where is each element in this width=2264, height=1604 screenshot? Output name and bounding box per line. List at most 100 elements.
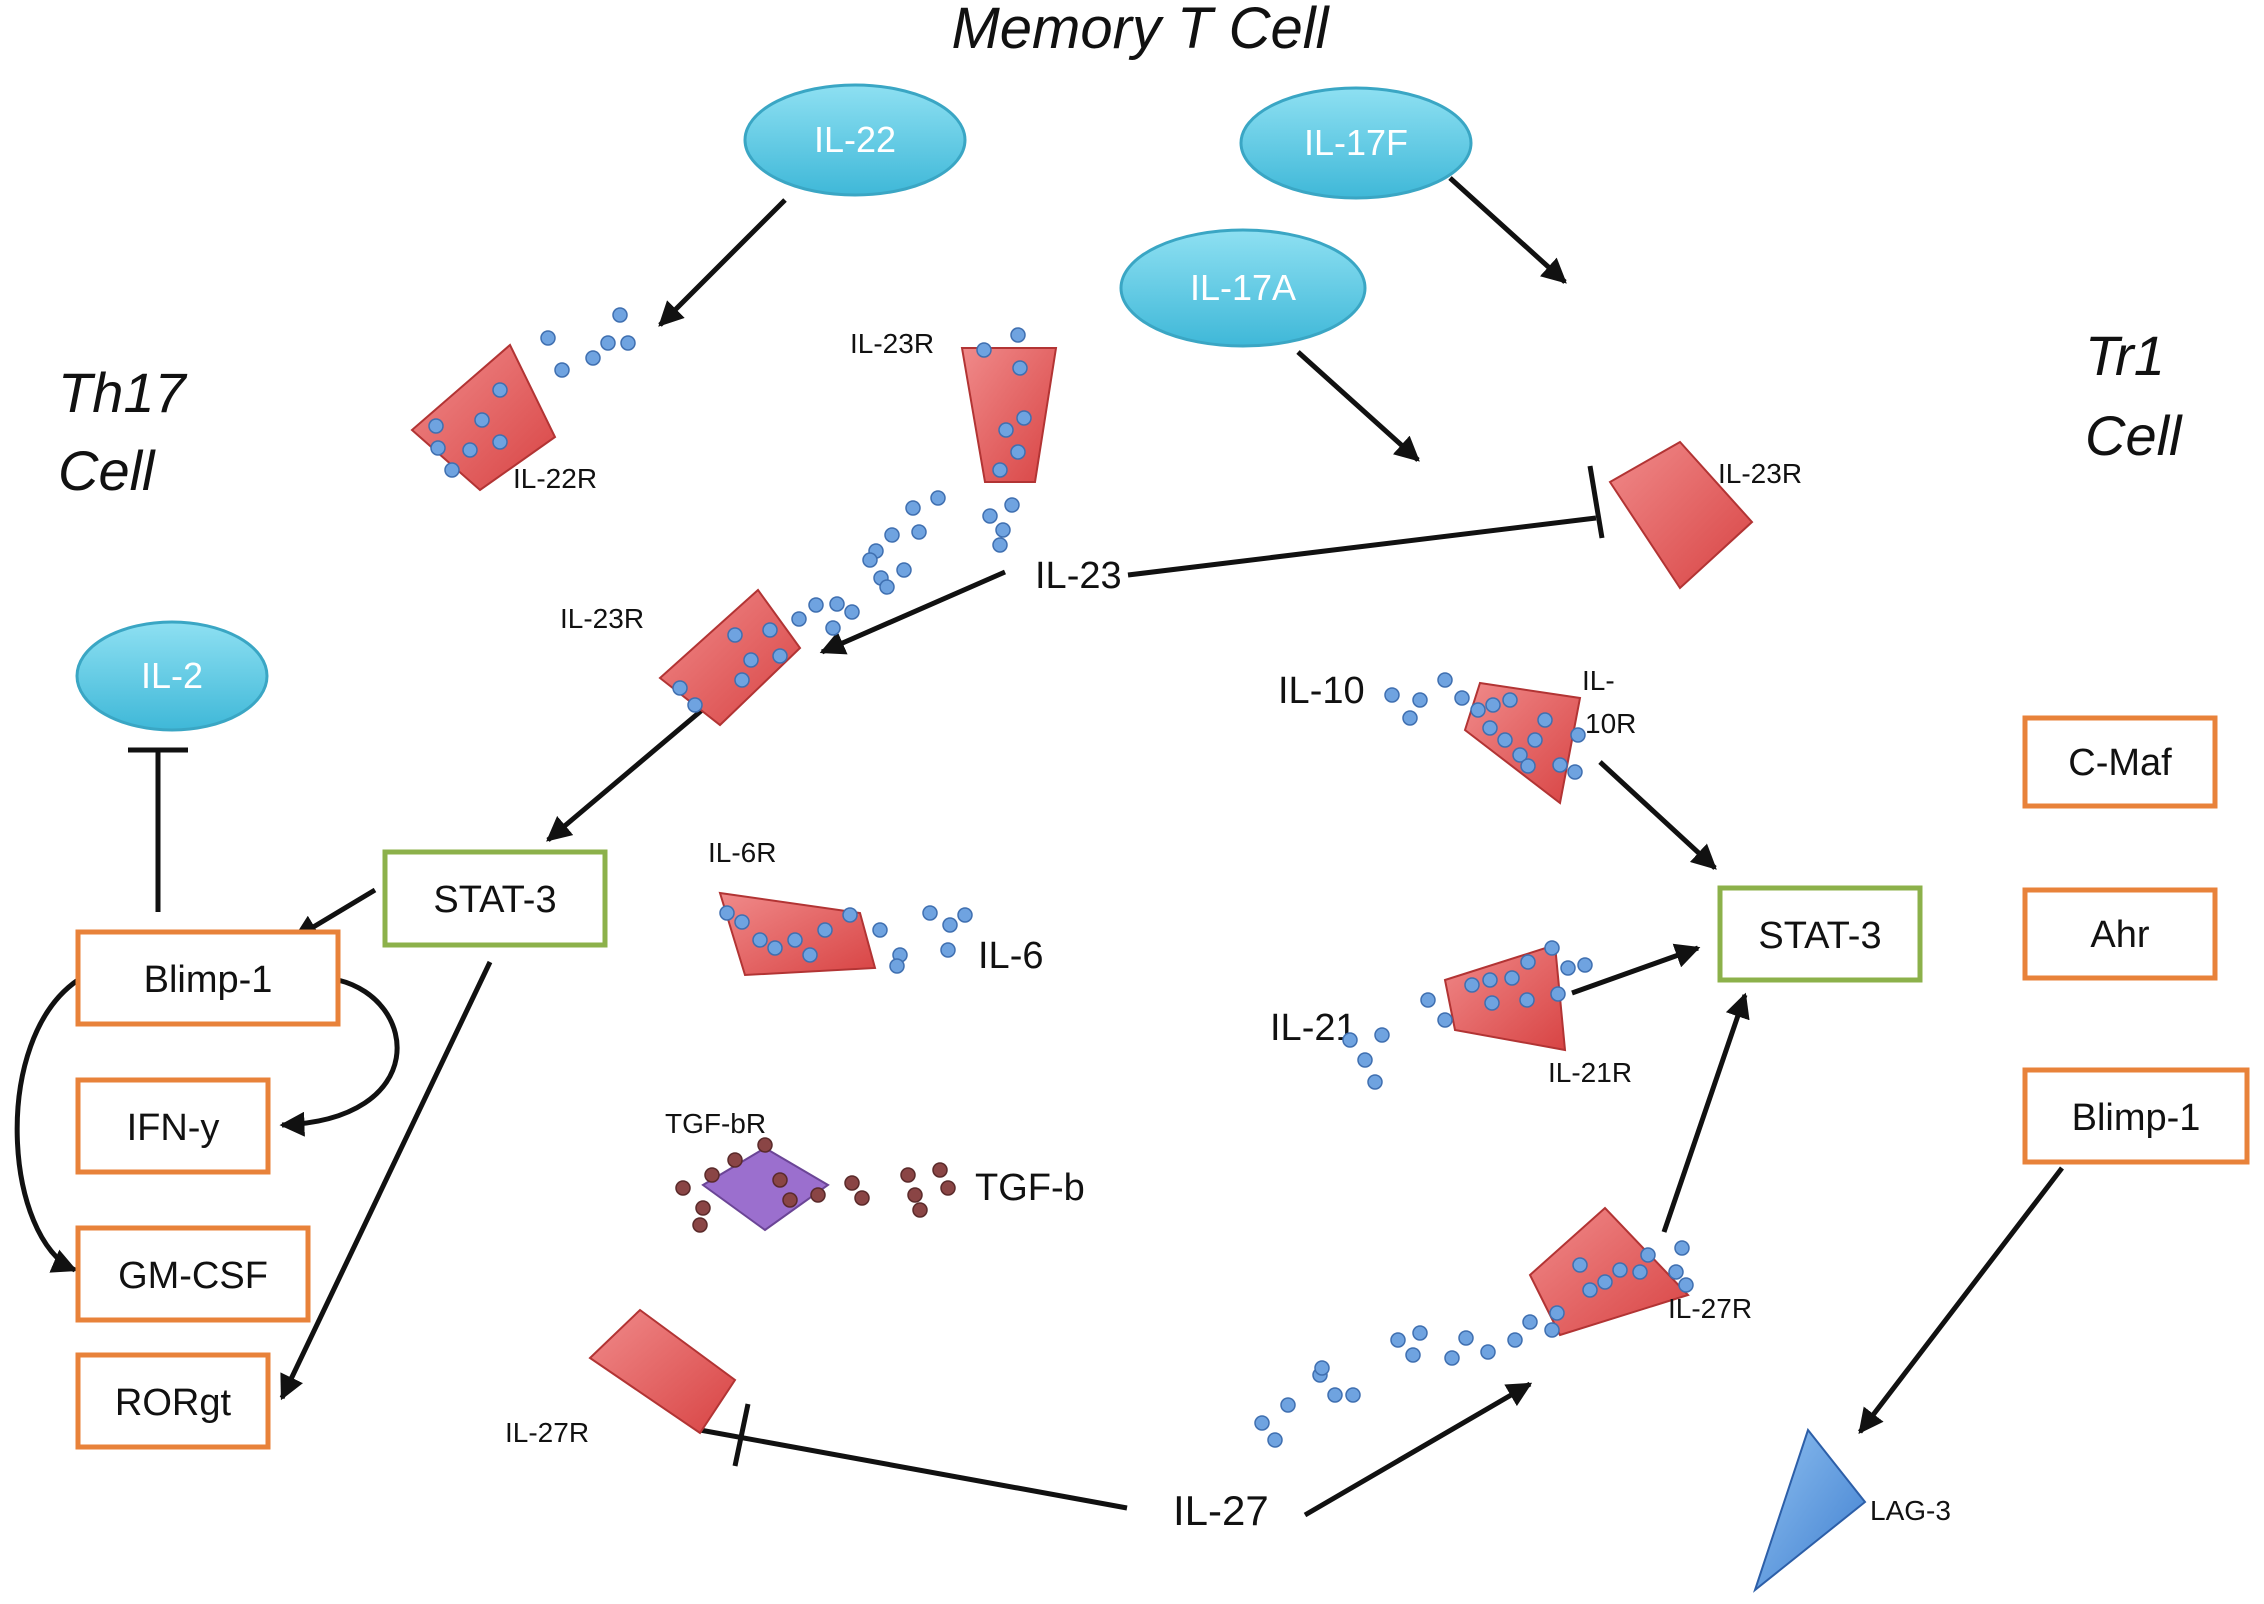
ligand-dot [992,462,1008,478]
ligand-dot [1597,1274,1613,1290]
ligand-dot [817,922,833,938]
arrows [14,176,2064,1518]
ligand-dot [976,342,992,358]
ligand-dot [1464,977,1480,993]
ligand-dot [1570,727,1586,743]
gmcsf-label: GM-CSF [118,1255,268,1297]
ifny-box: IFN-y [75,1077,271,1175]
cmaf-box: C-Maf [2022,715,2218,809]
ligand-dot [1454,690,1470,706]
il6r-label: IL-6R [708,837,776,868]
il10r-receptor [1463,681,1582,805]
cytokine-il2-label: IL-2 [141,655,203,696]
ligand-dot [1374,1027,1390,1043]
ligand-dot [942,917,958,933]
ligand-dot [474,412,490,428]
ligand-dot [1482,720,1498,736]
il27r-left-receptor [588,1308,737,1435]
cytokine-il2: IL-2 [75,620,269,732]
ligand-dot [1010,444,1026,460]
ligand-dot [743,652,759,668]
tgf-dot [912,1202,928,1218]
il17a-arrow [1296,350,1420,462]
ligand-dot [1504,970,1520,986]
il27r-left-label: IL-27R [505,1417,589,1448]
ligand-dot [430,440,446,456]
il22-arrow [658,198,787,327]
cytokine-il17a-label: IL-17A [1190,267,1296,308]
ligand-dot [1437,672,1453,688]
ligand-dot [1484,995,1500,1011]
ligand-labels: IL-23 IL-10 IL-6 IL-21 TGF-b IL-27 [975,555,1365,1534]
ligand-dot [1560,960,1576,976]
tgfbr-receptor [701,1146,830,1232]
il21-label: IL-21 [1270,1007,1357,1049]
ligand-dot [992,537,1008,553]
tgf-dot [810,1187,826,1203]
il10r-label-line1: IL- [1582,665,1615,696]
ligand-dot [492,382,508,398]
ligand-dot [1544,940,1560,956]
ligand-dot [791,611,807,627]
ligand-dot [1522,1314,1538,1330]
ligand-dot [1412,1325,1428,1341]
ligand-dot [1582,1282,1598,1298]
stat3-left-box: STAT-3 [382,849,608,948]
il23-arrow [819,569,1007,655]
tr1-cell-title-line1: Tr1 [2085,324,2165,387]
ligand-dot [1572,1257,1588,1273]
tgf-dot [940,1180,956,1196]
ligand-dot [825,620,841,636]
rorgt-label: RORgt [115,1382,232,1424]
ligand-dot [1254,1415,1270,1431]
ligand-dot [1502,692,1518,708]
il27-arrow [1303,1381,1533,1518]
il21r-stat3-arrow [1571,943,1701,996]
ligand-dot [1520,758,1536,774]
il27-inhibit-bar [732,1403,751,1467]
ligand-dot [940,942,956,958]
ligand-dot [672,680,688,696]
ligand-dot [1640,1247,1656,1263]
ligand-dot [1512,747,1528,763]
ligand-dot [1470,702,1486,718]
ligand-dot [844,604,860,620]
stat3-right-box: STAT-3 [1717,885,1923,983]
ligand-dot [428,418,444,434]
gmcsf-box: GM-CSF [75,1225,311,1323]
tgf-dot [695,1200,711,1216]
ligand-dot [1549,1305,1565,1321]
ligand-dot [982,508,998,524]
ahr-box: Ahr [2022,887,2218,981]
ligand-dot [1567,764,1583,780]
ligand-dot [1577,957,1593,973]
tgf-dot [900,1167,916,1183]
tgf-dots [675,1137,956,1233]
ligand-dot [1342,1032,1358,1048]
ligand-dot [1357,1052,1373,1068]
ligand-dot [995,522,1011,538]
lag3-receptor [1752,1427,1867,1593]
ligand-dot [905,500,921,516]
ligand-dot [1485,697,1501,713]
ligand-dot [772,648,788,664]
ligand-dot [922,905,938,921]
ligand-dot [1004,497,1020,513]
tgf-dot [757,1137,773,1153]
ligand-dot [1267,1432,1283,1448]
tgf-dot [782,1192,798,1208]
ligand-dot [1632,1264,1648,1280]
ligand-dot [1520,954,1536,970]
ligand-dot [492,434,508,450]
ligand-dot [1327,1387,1343,1403]
ligand-dot [734,672,750,688]
cytokine-il17f-label: IL-17F [1304,122,1408,163]
memory-t-cell-title: Memory T Cell [951,0,1330,61]
ligand-dot [1010,327,1026,343]
ligand-dot [911,524,927,540]
ligand-dot [1507,1332,1523,1348]
ligand-dot [1280,1397,1296,1413]
ligand-dot [1437,1012,1453,1028]
il23-inhibit-line [1127,515,1597,578]
ligand-dot [554,362,570,378]
